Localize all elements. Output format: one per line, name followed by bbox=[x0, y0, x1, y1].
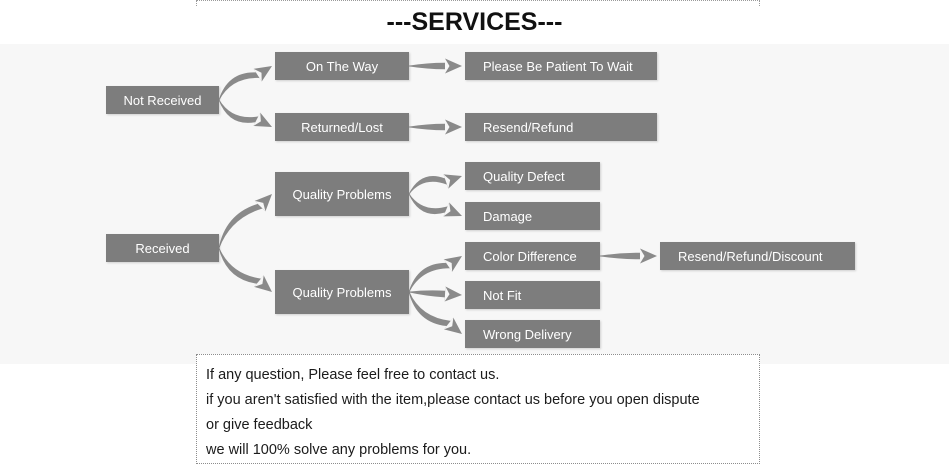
flow-node-label: Wrong Delivery bbox=[483, 326, 572, 342]
contact-note-box: If any question, Please feel free to con… bbox=[196, 354, 760, 464]
flow-node-label: Returned/Lost bbox=[301, 119, 383, 135]
flow-node-quality-defect: Quality Defect bbox=[465, 162, 600, 190]
note-line: if you aren't satisfied with the item,pl… bbox=[206, 392, 700, 408]
flow-node-damage: Damage bbox=[465, 202, 600, 230]
flow-node-color-difference: Color Difference bbox=[465, 242, 600, 270]
flow-node-label: Please Be Patient To Wait bbox=[483, 58, 633, 74]
flow-node-label: On The Way bbox=[305, 58, 379, 74]
flow-node-received: Received bbox=[106, 234, 219, 262]
flow-node-label: Not Received bbox=[123, 92, 202, 108]
flow-node-not-fit: Not Fit bbox=[465, 281, 600, 309]
flow-node-label: Not Fit bbox=[483, 287, 522, 303]
flow-node-label: Quality Problems bbox=[292, 186, 392, 202]
flow-node-label: Received bbox=[135, 240, 190, 256]
flow-node-label: Resend/Refund/Discount bbox=[678, 248, 823, 264]
flow-node-label: Quality Defect bbox=[483, 168, 565, 184]
flow-node-not-received: Not Received bbox=[106, 86, 219, 114]
note-line: we will 100% solve any problems for you. bbox=[206, 442, 472, 458]
flow-node-please-be-patient: Please Be Patient To Wait bbox=[465, 52, 657, 80]
flow-node-label: Quality Problems bbox=[292, 284, 392, 300]
note-line: or give feedback bbox=[206, 417, 313, 433]
flow-node-quality-problems-1: Quality Problems bbox=[275, 172, 409, 216]
flow-node-resend-refund-discount: Resend/Refund/Discount bbox=[660, 242, 855, 270]
flow-node-wrong-delivery: Wrong Delivery bbox=[465, 320, 600, 348]
flow-node-quality-problems-2: Quality Problems bbox=[275, 270, 409, 314]
flow-node-on-the-way: On The Way bbox=[275, 52, 409, 80]
flow-node-label: Resend/Refund bbox=[483, 119, 574, 135]
header-band: ---SERVICES--- bbox=[0, 0, 949, 44]
flow-node-label: Color Difference bbox=[483, 248, 577, 264]
note-line: If any question, Please feel free to con… bbox=[206, 367, 500, 383]
flow-node-label: Damage bbox=[483, 208, 533, 224]
flow-node-returned-lost: Returned/Lost bbox=[275, 113, 409, 141]
page-title: ---SERVICES--- bbox=[386, 8, 563, 36]
title-dotted-frame bbox=[196, 0, 760, 6]
flow-node-resend-refund: Resend/Refund bbox=[465, 113, 657, 141]
